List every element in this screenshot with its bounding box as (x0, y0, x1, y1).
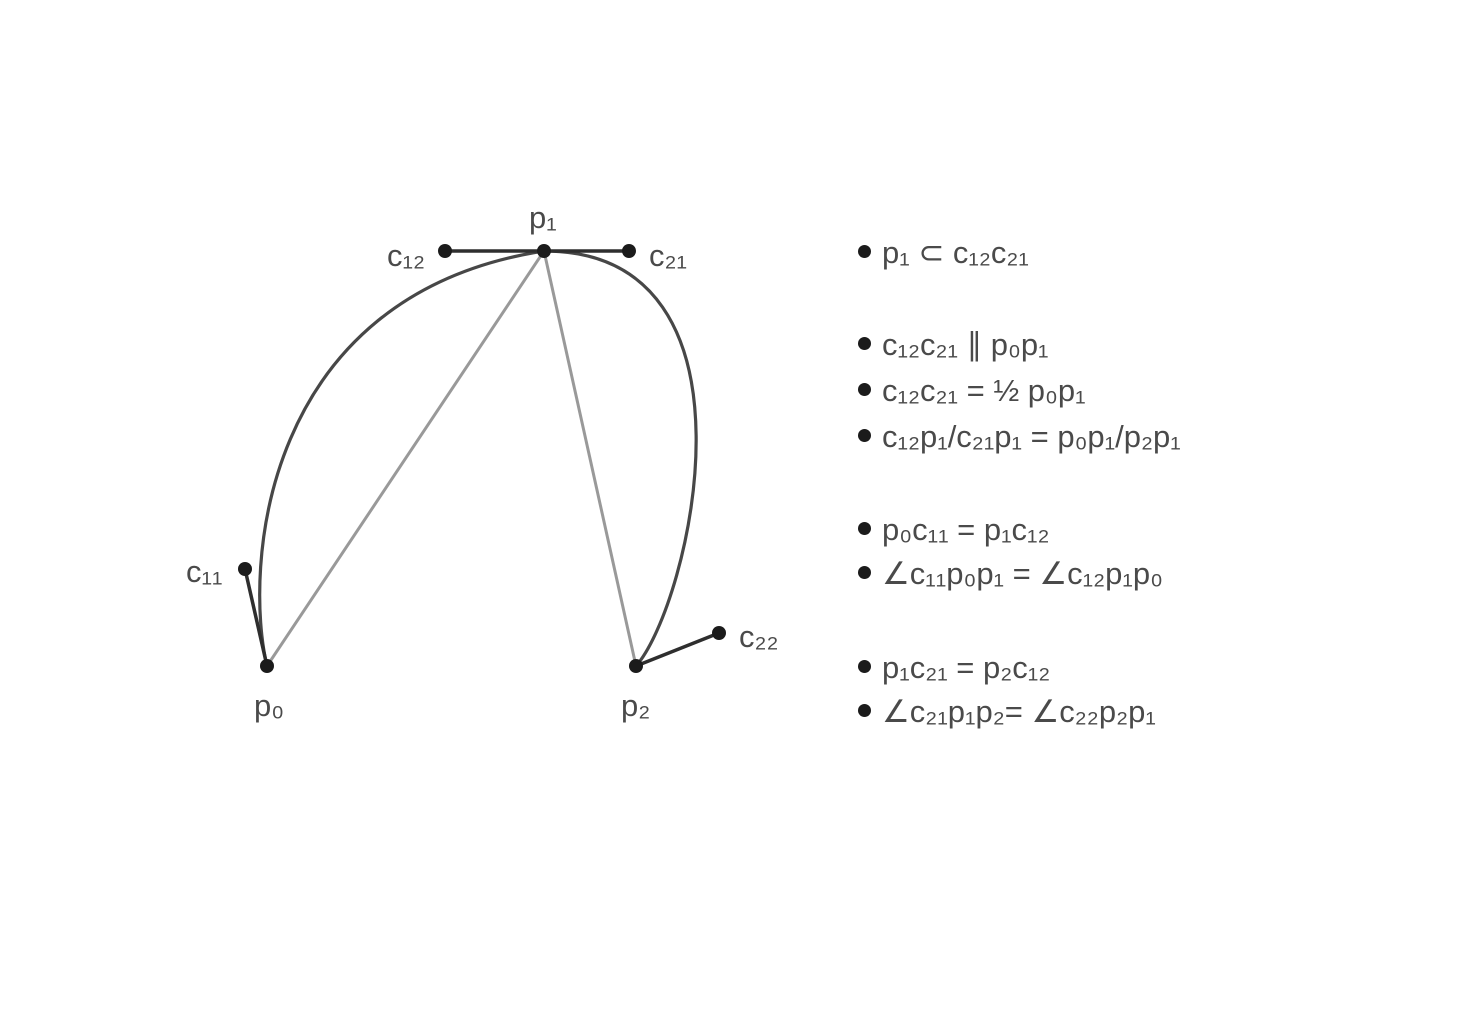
point-p2 (629, 659, 643, 673)
bullet-icon (858, 660, 871, 674)
handle-p2-c22 (635, 631, 720, 668)
bullet-icon (858, 566, 871, 580)
point-c21 (622, 244, 636, 258)
point-c11 (238, 562, 252, 576)
constraint-item: ∠c₁₁p₀p₁ = ∠c₁₂p₁p₀ (858, 554, 1163, 594)
label-c11: c₁₁ (186, 554, 222, 589)
constraint-item: p₁c₂₁ = p₂c₁₂ (858, 648, 1050, 688)
label-p1: p₁ (529, 200, 557, 235)
label-c21: c₂₁ (649, 238, 687, 273)
bullet-icon (858, 245, 871, 259)
constraint-item: p₀c₁₁ = p₁c₁₂ (858, 510, 1050, 550)
constraint-item: p₁ ⊂ c₁₂c₂₁ (858, 233, 1029, 273)
constraint-text: p₀c₁₁ = p₁c₁₂ (882, 512, 1050, 547)
constraint-text: p₁ ⊂ c₁₂c₂₁ (882, 235, 1029, 270)
constraint-text: ∠c₂₁p₁p₂= ∠c₂₂p₂p₁ (882, 694, 1156, 729)
point-p0 (260, 659, 274, 673)
point-c22 (712, 626, 726, 640)
point-c12 (438, 244, 452, 258)
bullet-icon (858, 522, 871, 536)
bullet-icon (858, 337, 871, 351)
constraint-item: c₁₂c₂₁ ∥ p₀p₁ (858, 325, 1049, 365)
constraint-text: c₁₂p₁/c₂₁p₁ = p₀p₁/p₂p₁ (882, 419, 1181, 454)
point-p1 (537, 244, 551, 258)
curve-segment-1 (258, 249, 545, 667)
label-c12: c₁₂ (387, 238, 425, 273)
label-c22: c₂₂ (739, 619, 779, 654)
label-p0: p₀ (254, 688, 284, 723)
constraint-text: ∠c₁₁p₀p₁ = ∠c₁₂p₁p₀ (882, 556, 1163, 591)
bullet-icon (858, 429, 871, 443)
bullet-icon (858, 704, 871, 718)
label-p2: p₂ (621, 688, 650, 723)
bullet-icon (858, 383, 871, 397)
chord-p1-p2 (542, 250, 638, 667)
constraint-text: p₁c₂₁ = p₂c₁₂ (882, 650, 1051, 685)
constraint-text: c₁₂c₂₁ = ½ p₀p₁ (882, 373, 1086, 408)
handle-p0-c11 (243, 568, 269, 667)
constraint-list: p₁ ⊂ c₁₂c₂₁ c₁₂c₂₁ ∥ p₀p₁ c₁₂c₂₁ = ½ p₀p… (858, 0, 1458, 1017)
chord-p0-p1 (265, 250, 546, 667)
curve-segment-2 (543, 249, 698, 668)
constraint-item: c₁₂c₂₁ = ½ p₀p₁ (858, 371, 1086, 411)
constraint-item: ∠c₂₁p₁p₂= ∠c₂₂p₂p₁ (858, 692, 1156, 732)
constraint-text: c₁₂c₂₁ ∥ p₀p₁ (882, 327, 1049, 362)
constraint-item: c₁₂p₁/c₂₁p₁ = p₀p₁/p₂p₁ (858, 417, 1181, 457)
